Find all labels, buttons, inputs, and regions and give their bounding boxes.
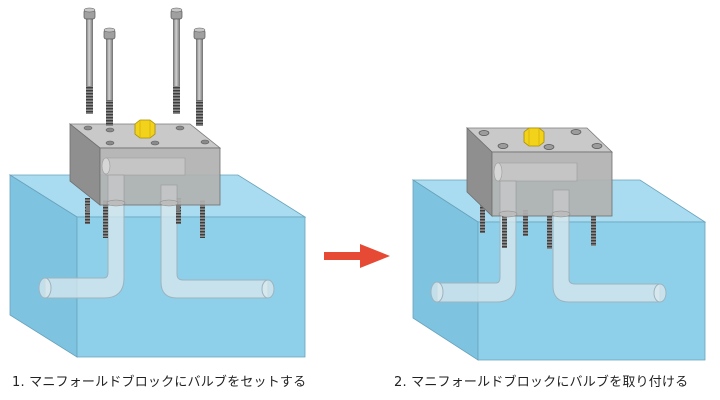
manifold-block xyxy=(411,179,707,361)
port-left xyxy=(38,277,52,299)
port-right xyxy=(261,279,275,299)
bolt xyxy=(193,27,206,126)
hex-fitting-icon xyxy=(134,119,156,139)
internal-passages xyxy=(430,214,667,303)
hex-fitting-icon xyxy=(523,127,545,147)
bolt xyxy=(83,7,96,114)
bolt xyxy=(170,7,183,114)
step-2-illustration xyxy=(411,127,707,361)
bolt xyxy=(103,27,116,126)
right-arrow-icon xyxy=(324,244,390,268)
port-right xyxy=(653,283,667,303)
bolts-upper xyxy=(83,7,206,126)
bolts-installed xyxy=(480,205,596,249)
internal-passages xyxy=(38,204,275,299)
valve-block xyxy=(466,127,613,218)
step-1-caption: 1. マニフォールドブロックにバルブをセットする xyxy=(12,375,307,390)
step-1-illustration xyxy=(8,7,307,358)
step-2-caption: 2. マニフォールドブロックにバルブを取り付ける xyxy=(394,375,689,390)
port-left xyxy=(430,281,444,303)
